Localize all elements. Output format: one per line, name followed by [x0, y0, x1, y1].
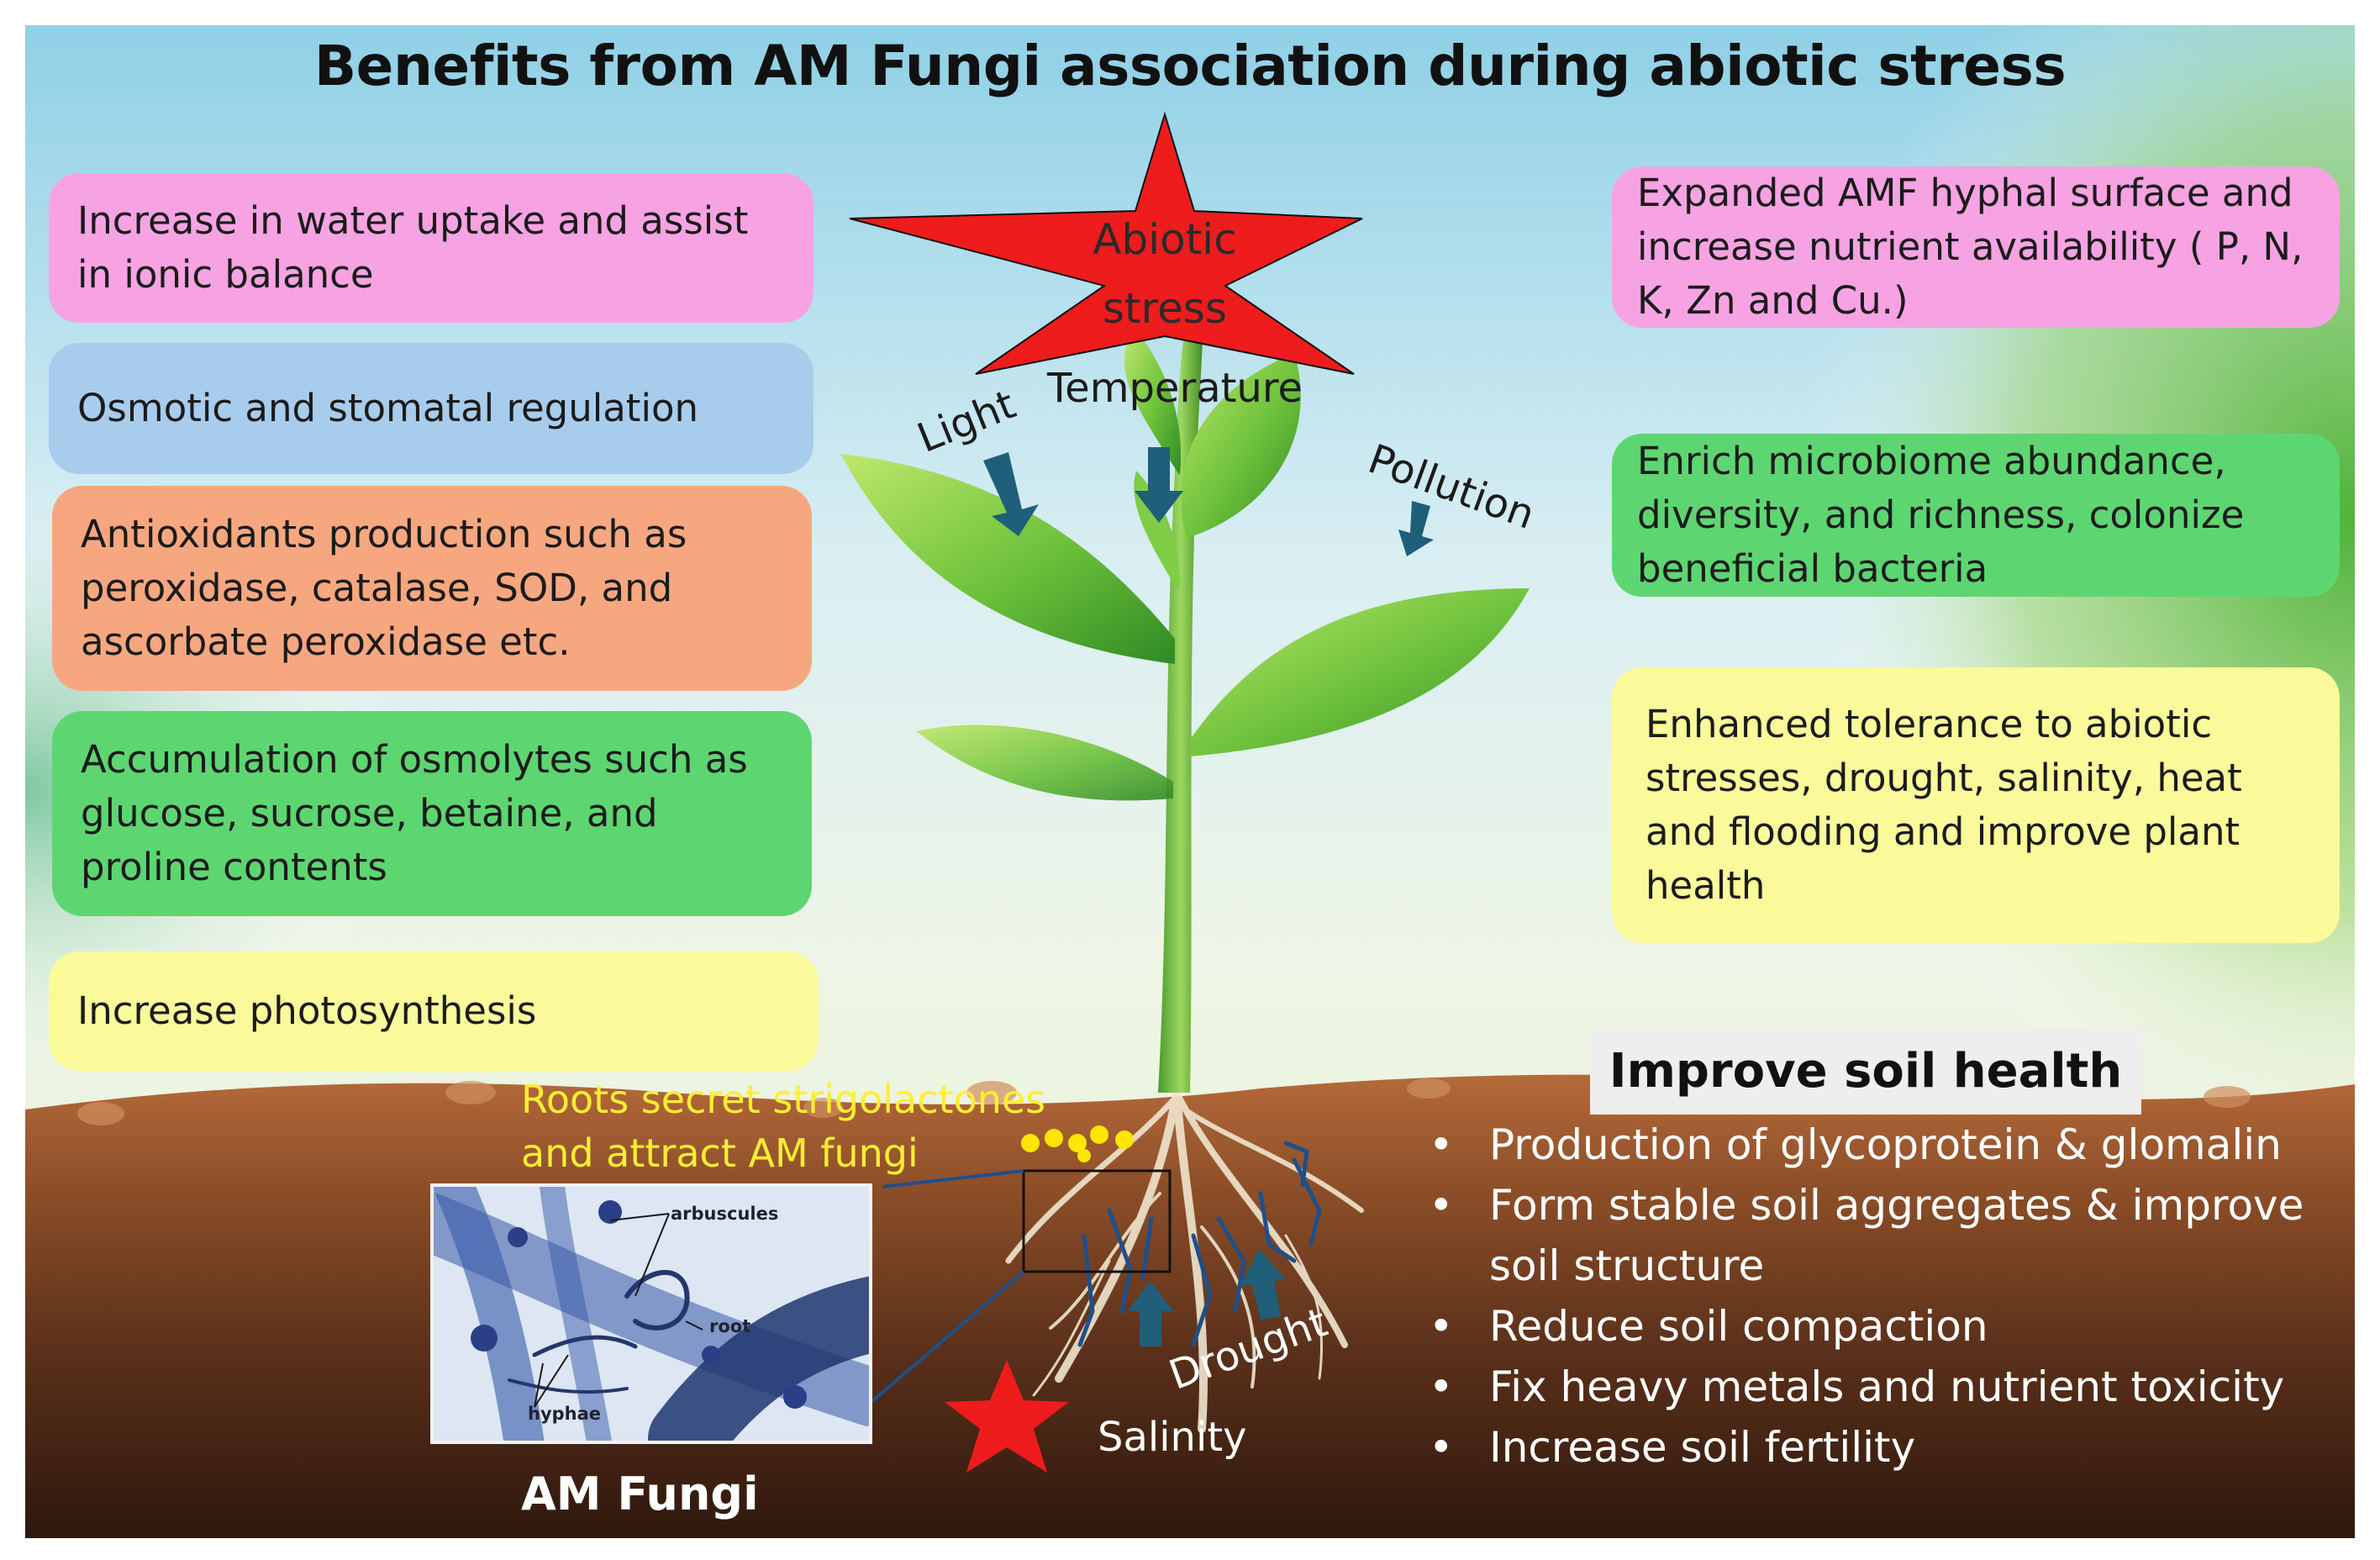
benefit-box-microbiome: Enrich microbiome abundance, diversity, … [1612, 434, 2340, 597]
benefit-box-tolerance: Enhanced tolerance to abiotic stresses, … [1612, 667, 2340, 943]
benefit-box-photosynthesis: Increase photosynthesis [49, 951, 819, 1071]
arrow-pollution [1398, 501, 1434, 556]
leaf-lower-left [840, 454, 1175, 664]
arrow-salinity [1128, 1281, 1173, 1347]
leaf-upper-right [1181, 353, 1301, 538]
strigolactone-dots [1021, 1125, 1134, 1162]
fungal-hyphae [1077, 1141, 1322, 1347]
small-red-star [945, 1360, 1069, 1473]
am-fungi-micrograph: arbuscules root hyphae [430, 1183, 872, 1444]
arrow-light [983, 452, 1039, 536]
leaf-bud [1124, 328, 1182, 475]
stress-arrows-down [983, 447, 1434, 556]
micrograph-label-arbuscules: arbuscules [671, 1204, 779, 1224]
stress-label-temperature: Temperature [1047, 365, 1303, 412]
zoom-box [1022, 1169, 1172, 1273]
benefit-box-antioxidants: Antioxidants production such as peroxida… [52, 486, 812, 691]
benefit-text: Enhanced tolerance to abiotic stresses, … [1645, 702, 2242, 908]
leaf-small-left [916, 725, 1173, 801]
soil-health-item: Production of glycoprotein & glomalin [1412, 1115, 2353, 1175]
zoom-line-top [882, 1169, 1024, 1188]
micrograph-label-root: root [709, 1316, 751, 1336]
soil-health-item: Form stable soil aggregates & improve so… [1412, 1175, 2353, 1296]
plant-leaves [840, 328, 1530, 801]
benefit-box-hyphal-surface: Expanded AMF hyphal surface and increase… [1612, 166, 2340, 328]
star-label-line1: Abiotic [1093, 215, 1237, 264]
benefit-text: Increase in water uptake and assist in i… [77, 198, 749, 297]
abiotic-stress-label: Abiotic stress [1039, 205, 1291, 343]
page-title: Benefits from AM Fungi association durin… [313, 34, 2067, 98]
benefit-text: Accumulation of osmolytes such as glucos… [81, 737, 748, 889]
stress-label-salinity: Salinity [1098, 1414, 1247, 1461]
star-label-line2: stress [1103, 284, 1227, 333]
benefit-text: Expanded AMF hyphal surface and increase… [1637, 171, 2304, 323]
soil-health-item: Increase soil fertility [1412, 1417, 2353, 1478]
soil-health-item: Reduce soil compaction [1412, 1296, 2353, 1357]
roots-note-line1: Roots secret strigolactones [521, 1077, 1046, 1122]
arrow-temperature [1135, 447, 1183, 523]
roots-note: Roots secret strigolactones and attract … [521, 1072, 1045, 1180]
benefit-box-water-uptake: Increase in water uptake and assist in i… [49, 173, 814, 323]
benefit-text: Antioxidants production such as peroxida… [81, 512, 687, 664]
soil-health-item: Fix heavy metals and nutrient toxicity [1412, 1357, 2353, 1417]
benefit-text: Osmotic and stomatal regulation [77, 386, 699, 430]
micrograph-caption: AM Fungi [521, 1468, 759, 1520]
benefit-box-osmolytes: Accumulation of osmolytes such as glucos… [52, 711, 812, 916]
soil-health-list: Production of glycoprotein & glomalin Fo… [1412, 1115, 2353, 1478]
micrograph-label-hyphae: hyphae [528, 1404, 602, 1424]
soil-health-title: Improve soil health [1590, 1027, 2141, 1115]
stress-arrows-up [1128, 1249, 1286, 1347]
benefit-text: Increase photosynthesis [77, 988, 537, 1033]
abiotic-stress-star [849, 111, 1363, 375]
roots-note-line2: and attract AM fungi [521, 1130, 919, 1176]
benefit-box-osmotic: Osmotic and stomatal regulation [49, 343, 814, 474]
benefit-text: Enrich microbiome abundance, diversity, … [1637, 439, 2245, 591]
leaf-lower-right [1190, 588, 1530, 756]
arrow-drought [1240, 1249, 1286, 1320]
micrograph-image [434, 1187, 869, 1441]
zoom-line-bottom [866, 1270, 1025, 1407]
